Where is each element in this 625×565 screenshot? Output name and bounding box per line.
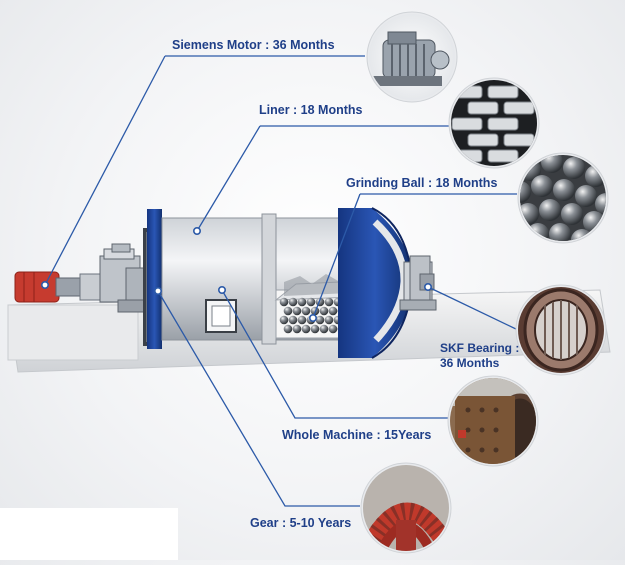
grinding-ball <box>297 315 307 325</box>
blank-corner <box>0 508 178 560</box>
motor-drawing <box>14 271 111 303</box>
grinding-ball <box>292 324 302 334</box>
grinding-ball <box>301 306 311 316</box>
grinding-ball <box>319 324 329 334</box>
grinding-ball <box>288 315 298 325</box>
steel-ball <box>561 203 583 225</box>
whole-machine-label: Whole Machine : 15Years <box>282 428 432 442</box>
liner-label: Liner : 18 Months <box>259 103 363 117</box>
grinding-ball-photo <box>517 152 609 267</box>
steel-ball <box>559 245 581 267</box>
whole-machine-photo <box>447 375 539 467</box>
steel-ball <box>539 199 561 221</box>
grinding-ball <box>297 297 307 307</box>
leader-gear <box>157 290 360 507</box>
steel-ball <box>553 179 575 201</box>
grinding-ball <box>315 315 325 325</box>
grinding-ball <box>306 297 316 307</box>
leader-motor-diag <box>44 55 166 286</box>
grinding-ball <box>319 306 329 316</box>
liner-photo <box>448 77 540 169</box>
grinding-ball <box>279 315 289 325</box>
gear-photo <box>360 462 452 554</box>
leader-liner-diag <box>196 125 261 232</box>
grinding-ball-label: Grinding Ball : 18 Months <box>346 176 498 190</box>
grinding-ball <box>324 297 334 307</box>
bearing-label-line2: 36 Months <box>440 356 500 370</box>
steel-ball <box>595 193 606 215</box>
bearing-label: SKF Bearing : 36 Months <box>440 341 519 371</box>
motor-label: Siemens Motor : 36 Months <box>172 38 335 52</box>
steel-ball <box>575 185 597 207</box>
grinding-ball <box>283 306 293 316</box>
bearing-label-line1: SKF Bearing : <box>440 341 520 355</box>
steel-ball <box>563 157 585 179</box>
left-flange <box>147 209 162 349</box>
grinding-ball <box>324 315 334 325</box>
grinding-ball <box>328 324 338 334</box>
grinding-ball <box>292 306 302 316</box>
steel-ball <box>549 223 571 241</box>
leader-whole <box>221 289 450 419</box>
grinding-ball <box>328 306 338 316</box>
steel-ball <box>531 175 553 197</box>
grinding-ball <box>301 324 311 334</box>
grinding-ball <box>288 297 298 307</box>
leader-bearing <box>427 286 519 331</box>
grinding-ball <box>310 324 320 334</box>
leader-dots <box>40 227 432 322</box>
motor-photo <box>366 11 458 103</box>
steel-ball <box>520 181 531 203</box>
bearing-photo <box>515 284 607 376</box>
grinding-ball <box>283 324 293 334</box>
steel-ball <box>537 243 559 265</box>
bearing-drawing <box>399 255 437 311</box>
leader-ball-diag <box>312 193 361 319</box>
leader-lines <box>44 55 519 507</box>
grinding-ball <box>279 297 289 307</box>
gear-label: Gear : 5-10 Years <box>250 516 352 530</box>
